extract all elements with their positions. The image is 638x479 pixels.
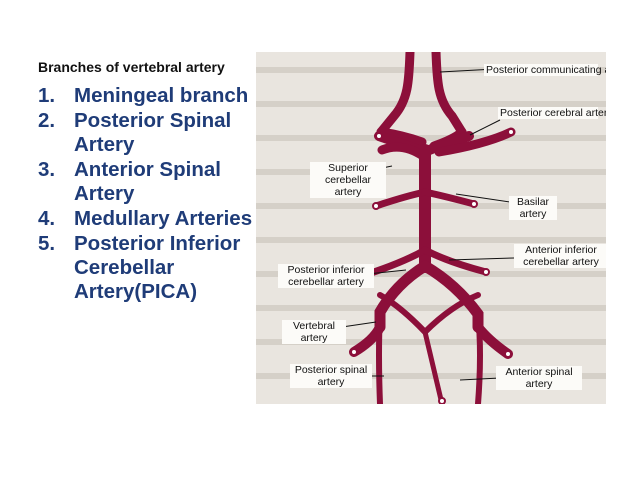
branches-panel: Branches of vertebral artery 1.Meningeal…: [38, 58, 253, 305]
anterior-spinal-artery: [422, 329, 445, 404]
label-anterior-inferior-cerebellar-artery: Anterior inferior cerebellar artery: [514, 244, 606, 268]
label-posterior-spinal-artery: Posterior spinal artery: [290, 364, 372, 388]
label-vertebral-artery: Vertebral artery: [282, 320, 346, 344]
subtitle: Branches of vertebral artery: [38, 59, 225, 75]
label-basilar-artery: Basilar artery: [509, 196, 557, 220]
branch-item-pica: 5.Posterior Inferior Cerebellar Artery(P…: [38, 232, 241, 303]
label-posterior-inferior-cerebellar-artery: Posterior inferior cerebellar artery: [278, 264, 374, 288]
branch-item-posterior-spinal: 2.Posterior Spinal Artery: [38, 109, 232, 156]
label-posterior-cerebral-artery: Posterior cerebral artery: [498, 107, 606, 119]
label-superior-cerebellar-artery: Superior cerebellar artery: [310, 162, 386, 198]
superior-cerebellar-left: [377, 142, 428, 161]
branch-item-meningeal: 1.Meningeal branch: [38, 84, 249, 107]
branch-item-medullary: 4.Medullary Arteries: [38, 207, 253, 230]
posterior-spinal-artery-right: [475, 311, 483, 404]
anterior-spinal-artery-roots: [377, 292, 481, 337]
artery-figure: Posterior communicating artery Posterior…: [256, 52, 606, 404]
label-anterior-spinal-artery: Anterior spinal artery: [496, 366, 582, 390]
posterior-communicating-artery-right: [431, 52, 467, 137]
anterior-inferior-cerebellar-artery-right: [421, 246, 490, 276]
posterior-cerebral-artery-right-branch: [434, 127, 516, 157]
branch-item-anterior-spinal: 3.Anterior Spinal Artery: [38, 158, 221, 205]
posterior-spinal-artery-left: [376, 309, 383, 404]
superior-cerebellar-artery-right: [421, 188, 478, 208]
branch-list: 1.Meningeal branch 2.Posterior Spinal Ar…: [38, 84, 253, 304]
label-posterior-communicating-artery: Posterior communicating artery: [484, 64, 606, 76]
posterior-communicating-artery-left: [376, 52, 415, 137]
artery-diagram: [256, 52, 606, 404]
